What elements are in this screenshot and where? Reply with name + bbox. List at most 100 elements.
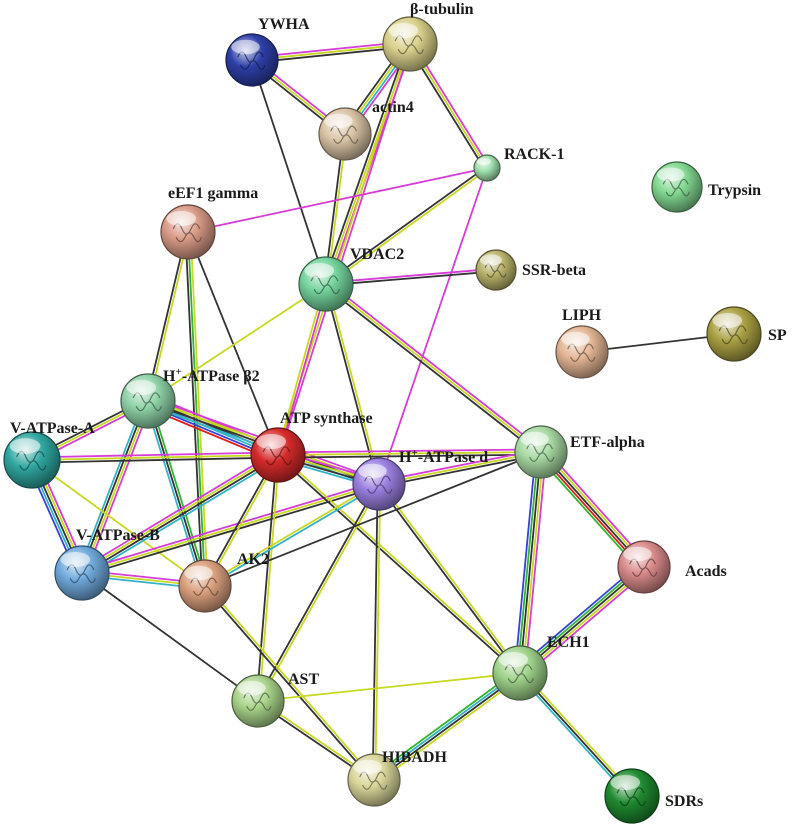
node-highlight xyxy=(712,312,743,329)
edge-line-pink xyxy=(326,281,544,451)
edge-line-yellow xyxy=(258,454,281,703)
node-SDRs[interactable]: SDRs xyxy=(604,768,703,824)
edge-line-pink xyxy=(278,283,329,457)
edge-VATPA-AK2 xyxy=(31,459,206,587)
edge-line-black xyxy=(323,285,541,455)
edge-line-black xyxy=(184,231,204,588)
edge-line-green xyxy=(187,231,206,587)
node-HATPb2[interactable]: H+-ATPase β2 xyxy=(120,366,260,429)
node-label: V-ATPase-A xyxy=(10,420,95,437)
edge-AK2-HIBADH xyxy=(203,584,376,782)
edge-line-yellow xyxy=(31,459,206,587)
edge-HATPb2-AK2 xyxy=(144,399,209,588)
node-highlight xyxy=(126,379,157,396)
node-Acads[interactable]: Acads xyxy=(617,540,727,594)
node-VATPB[interactable]: V-ATPase-B xyxy=(54,527,160,601)
node-label: ECH1 xyxy=(547,634,590,651)
edge-line-black xyxy=(377,483,520,675)
node-highlight xyxy=(480,254,502,266)
node-label: RACK-1 xyxy=(504,146,564,163)
edge-line-cyan xyxy=(517,673,631,799)
node-highlight xyxy=(353,759,382,775)
node-label: AK2 xyxy=(237,551,269,568)
edge-line-cyan xyxy=(77,398,146,573)
edge-line-black xyxy=(371,483,379,781)
edge-line-yellow xyxy=(82,400,151,575)
node-HIBADH[interactable]: HIBADH xyxy=(347,749,447,807)
edge-AST-ECH1 xyxy=(257,672,521,702)
node-AK2[interactable]: AK2 xyxy=(178,551,269,613)
edge-eEF1-ATPsyn xyxy=(187,231,279,456)
edge-line-pink xyxy=(80,480,380,572)
node-highlight xyxy=(623,546,652,562)
node-highlight xyxy=(256,433,287,450)
edge-line-blue xyxy=(513,450,537,674)
edge-ETF-ECH1 xyxy=(513,450,548,675)
node-label: HIBADH xyxy=(382,749,447,766)
node-Trypsin[interactable]: Trypsin xyxy=(651,161,761,213)
node-actin4[interactable]: actin4 xyxy=(318,99,414,161)
node-VATPA[interactable]: V-ATPase-A xyxy=(3,420,95,489)
edge-line-yellow xyxy=(379,482,522,674)
node-YWHA[interactable]: YWHA xyxy=(225,16,310,87)
edge-line-pink xyxy=(324,267,497,284)
edge-line-yellow xyxy=(325,168,489,286)
node-RACK1[interactable]: RACK-1 xyxy=(473,146,564,182)
edge-line-yellow xyxy=(148,231,191,403)
edge-line-pink xyxy=(278,43,413,457)
edge-line-yellow xyxy=(31,454,279,461)
node-SP[interactable]: SP xyxy=(706,306,787,362)
edge-line-black xyxy=(324,166,488,284)
edge-line-pink xyxy=(377,448,542,483)
edge-line-black xyxy=(147,400,206,587)
node-ECH1[interactable]: ECH1 xyxy=(492,634,590,701)
node-highlight xyxy=(610,774,641,791)
node-ATPsyn[interactable]: ATP synthase xyxy=(250,410,373,483)
edge-line-black xyxy=(276,455,521,675)
node-LIPH[interactable]: LIPH xyxy=(555,307,609,379)
node-highlight xyxy=(237,680,266,696)
edge-line-yellow xyxy=(326,282,382,485)
node-label: H+-ATPase d xyxy=(399,447,488,466)
edge-eEF1-HATPb2 xyxy=(145,230,191,403)
edge-VATPA-ATPsyn xyxy=(31,451,279,464)
edge-line-black xyxy=(519,451,542,674)
edge-VATPB-AST xyxy=(81,572,259,702)
node-ETF[interactable]: ETF-alpha xyxy=(514,425,645,479)
edge-ATPsyn-ETF xyxy=(277,448,542,459)
edge-line-pink xyxy=(84,401,153,576)
edge-line-cyan xyxy=(204,484,381,589)
node-btub[interactable]: β-tubulin xyxy=(382,1,474,72)
node-highlight xyxy=(498,651,529,668)
edge-line-yellow xyxy=(147,283,327,402)
edge-line-pink xyxy=(378,167,488,485)
node-label: V-ATPase-B xyxy=(76,527,160,544)
edge-line-cyan xyxy=(83,457,281,578)
edge-layer xyxy=(26,40,735,799)
edge-line-green xyxy=(149,399,209,587)
node-SSR[interactable]: SSR-beta xyxy=(475,249,586,291)
node-VDAC2[interactable]: VDAC2 xyxy=(298,246,404,312)
node-label: actin4 xyxy=(372,99,414,116)
edge-HATPd-ECH1 xyxy=(377,482,522,675)
node-highlight xyxy=(231,39,260,55)
edge-line-cyan xyxy=(144,400,204,588)
node-label: H+-ATPase β2 xyxy=(163,366,260,385)
node-HATPd[interactable]: H+-ATPase d xyxy=(352,447,488,511)
edge-ETF-AK2 xyxy=(204,451,542,587)
node-eEF1[interactable]: eEF1 gamma xyxy=(160,185,258,260)
edge-line-black xyxy=(81,455,280,576)
edge-line-black xyxy=(251,59,327,285)
edge-VATPB-ATPsyn xyxy=(79,450,281,578)
edge-ECH1-HIBADH xyxy=(370,668,524,785)
edge-VDAC2-SSR xyxy=(324,267,498,287)
edge-line-black xyxy=(81,572,259,702)
node-AST[interactable]: AST xyxy=(231,671,319,728)
edge-ATPsyn-ECH1 xyxy=(276,453,522,675)
node-label: LIPH xyxy=(562,307,602,324)
node-label: SDRs xyxy=(665,793,703,810)
node-highlight xyxy=(358,463,387,479)
edge-line-yellow xyxy=(325,283,542,453)
node-label: ATP synthase xyxy=(280,410,373,427)
edge-HATPb2-VATPB xyxy=(77,398,153,576)
